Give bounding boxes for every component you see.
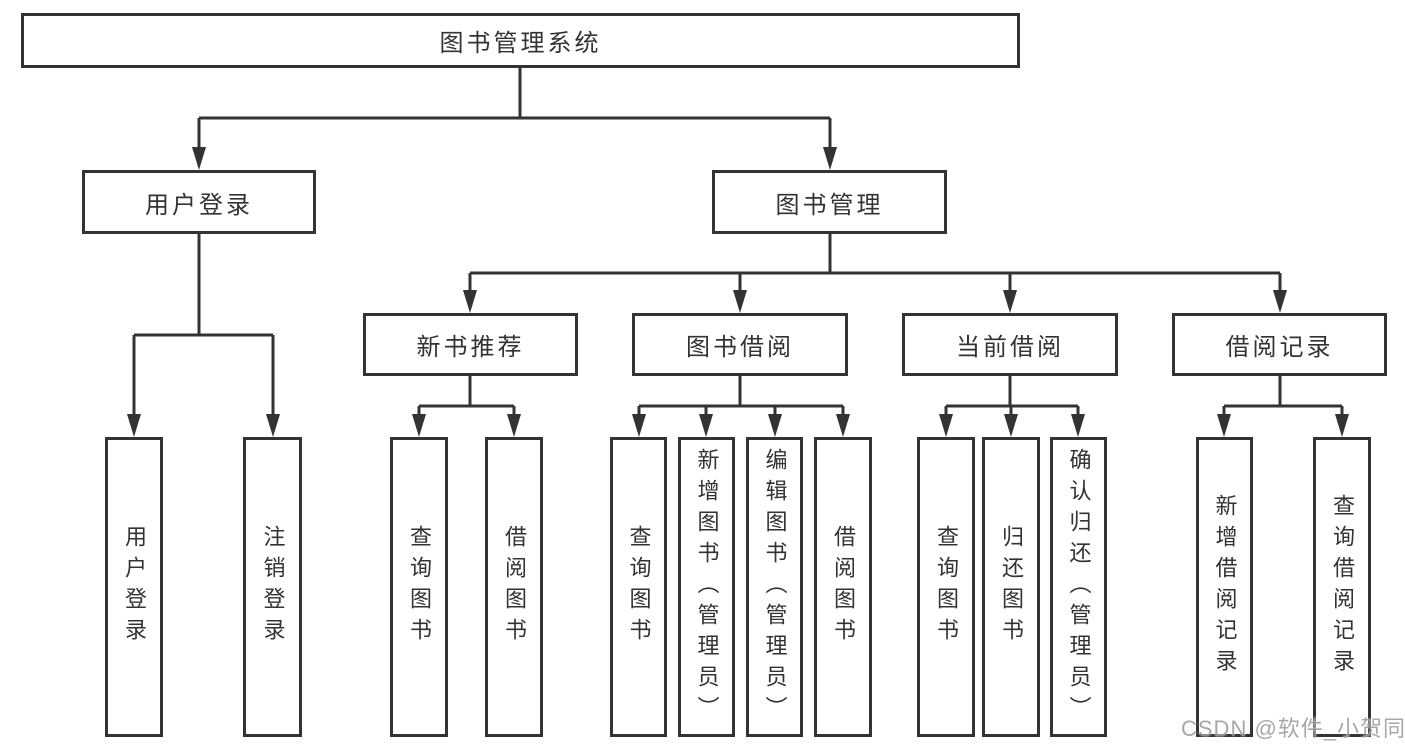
- arrow-icon: [1217, 414, 1231, 437]
- arrow-icon: [699, 414, 713, 437]
- arrow-icon: [463, 290, 477, 313]
- node-new-book-recommend: 新书推荐: [363, 313, 578, 376]
- arrow-icon: [412, 414, 426, 437]
- arrow-icon: [1071, 414, 1085, 437]
- leaf-add-borrow-record: 新增借阅记录: [1196, 437, 1253, 737]
- leaf-query-books-3: 查询图书: [917, 437, 975, 737]
- node-book-management: 图书管理: [712, 170, 947, 234]
- arrow-icon: [507, 414, 521, 437]
- leaf-query-books-2: 查询图书: [610, 437, 667, 737]
- leaf-confirm-return-admin: 确认归还（管理员）: [1050, 437, 1107, 737]
- arrow-icon: [1335, 414, 1349, 437]
- leaf-logout: 注销登录: [243, 437, 302, 737]
- leaf-add-book-admin: 新增图书（管理员）: [678, 437, 735, 737]
- arrow-icon: [1273, 290, 1287, 313]
- leaf-user-login: 用户登录: [105, 437, 163, 737]
- node-borrow-records: 借阅记录: [1172, 313, 1387, 376]
- node-current-borrow: 当前借阅: [902, 313, 1118, 376]
- arrow-icon: [192, 147, 206, 170]
- node-user-login: 用户登录: [82, 170, 316, 234]
- node-root: 图书管理系统: [21, 13, 1020, 68]
- leaf-borrow-books-1: 借阅图书: [485, 437, 543, 737]
- leaf-query-borrow-record: 查询借阅记录: [1313, 437, 1371, 737]
- arrow-icon: [1003, 290, 1017, 313]
- arrow-icon: [939, 414, 953, 437]
- arrowheads: [127, 147, 1349, 437]
- arrow-icon: [1004, 414, 1018, 437]
- arrow-icon: [733, 290, 747, 313]
- arrow-icon: [127, 414, 141, 437]
- connector-paths: [132, 68, 1344, 416]
- leaf-return-book: 归还图书: [982, 437, 1040, 737]
- watermark: CSDN @软件_小贺同学: [1181, 716, 1405, 741]
- arrow-icon: [823, 147, 837, 170]
- arrow-icon: [836, 414, 850, 437]
- leaf-borrow-books-2: 借阅图书: [814, 437, 872, 737]
- leaf-edit-book-admin: 编辑图书（管理员）: [746, 437, 803, 737]
- arrow-icon: [768, 414, 782, 437]
- arrow-icon: [632, 414, 646, 437]
- leaf-query-books-1: 查询图书: [390, 437, 448, 737]
- node-book-borrow: 图书借阅: [632, 313, 848, 376]
- arrow-icon: [266, 414, 280, 437]
